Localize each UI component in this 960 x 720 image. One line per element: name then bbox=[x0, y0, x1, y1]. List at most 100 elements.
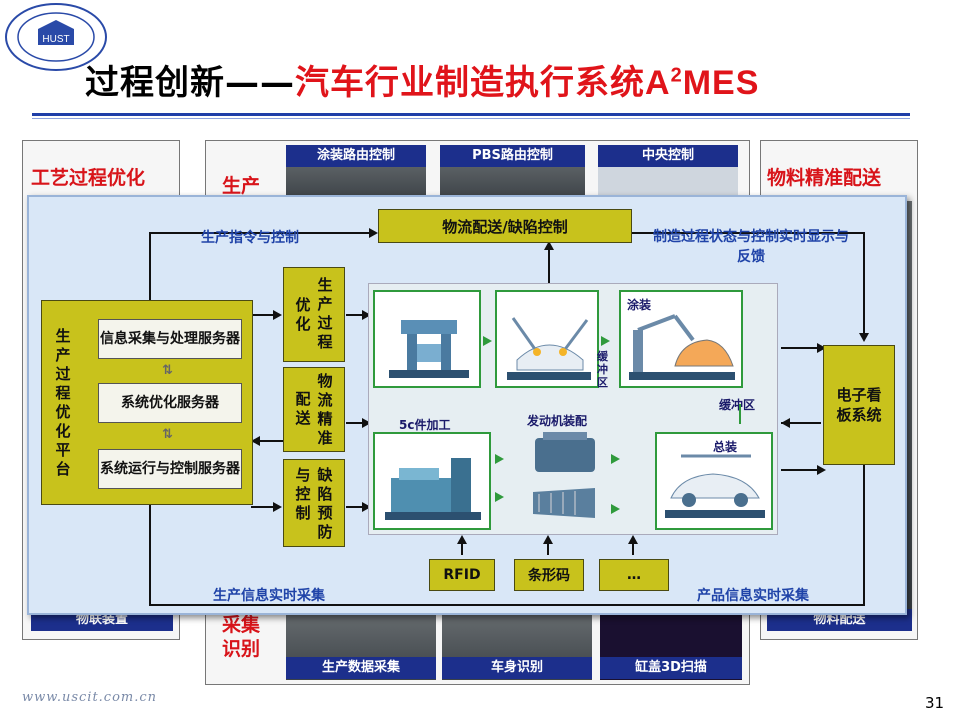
mid1-right-text: 生产过程 bbox=[317, 276, 333, 351]
arrow-up-top-box bbox=[544, 241, 554, 250]
stage-final-assembly-label: 总装 bbox=[713, 440, 738, 454]
label-realtime-display: 制造过程状态与控制实时显示与反馈 bbox=[653, 229, 849, 265]
engine-illustration bbox=[533, 432, 595, 518]
stage-machining-label: 5c件加工 bbox=[399, 418, 451, 432]
sync-arrow-1: ⇅ bbox=[162, 363, 173, 378]
label-production-info: 生产信息实时采集 bbox=[213, 588, 325, 604]
arrow-barcode-up bbox=[543, 535, 553, 544]
stage-stamping-label: 冲压 bbox=[381, 298, 406, 312]
line-right-bottom bbox=[863, 465, 865, 606]
buffer-label-2: 缓冲区 bbox=[719, 398, 756, 412]
stage-welding-label: 焊装 bbox=[505, 298, 530, 312]
line-mid2-platform bbox=[258, 440, 283, 442]
arrow-stamping-welding bbox=[483, 336, 492, 346]
title-latin-tail: MES bbox=[682, 64, 760, 102]
line-bottom bbox=[149, 604, 865, 606]
arrow-welding-painting bbox=[601, 336, 610, 346]
line-top-right bbox=[632, 232, 865, 234]
sync-arrow-2: ⇅ bbox=[162, 427, 173, 442]
arrow-machining-2 bbox=[495, 492, 504, 502]
line-platform-mid1 bbox=[251, 314, 275, 316]
defect-prevention-box: 与控制 缺陷预防 bbox=[283, 459, 345, 547]
barcode-box: 条形码 bbox=[514, 559, 584, 591]
line-top-left bbox=[149, 232, 371, 234]
arrow-mid2-factory bbox=[362, 418, 371, 428]
title-underline bbox=[32, 113, 910, 116]
optimization-platform: 生产过程优化平台 信息采集与处理服务器 ⇅ 系统优化服务器 ⇅ 系统运行与控制服… bbox=[41, 300, 253, 505]
arrow-engine-1 bbox=[611, 454, 620, 464]
more-collectors-box: … bbox=[599, 559, 669, 591]
top-caption-1: 涂装路由控制 bbox=[286, 145, 426, 167]
label-product-info: 产品信息实时采集 bbox=[697, 588, 809, 604]
stage-engine-label: 发动机装配 bbox=[527, 414, 588, 428]
server-optimization: 系统优化服务器 bbox=[98, 383, 242, 423]
line-barcode-up bbox=[547, 537, 549, 555]
title-latin: A bbox=[645, 64, 671, 102]
top-caption-3: 中央控制 bbox=[598, 145, 738, 167]
arrow-engine-2 bbox=[611, 504, 620, 514]
stage-stamping: 冲压 bbox=[373, 290, 481, 388]
line-mid1-factory bbox=[346, 314, 366, 316]
footer-url: www.uscit.com.cn bbox=[22, 690, 158, 705]
line-left-up bbox=[149, 232, 151, 300]
line-left-bottom bbox=[149, 489, 151, 606]
title-superscript: 2 bbox=[670, 64, 683, 87]
title-prefix: 过程创新—— bbox=[85, 63, 295, 103]
label-production-command: 生产指令与控制 bbox=[201, 230, 299, 246]
line-board-factory bbox=[781, 422, 821, 424]
arrow-factory-board-1 bbox=[817, 343, 826, 353]
line-rfid-up bbox=[461, 537, 463, 555]
page-title: 过程创新——汽车行业制造执行系统A2MES bbox=[85, 55, 759, 104]
line-mid3-factory bbox=[346, 506, 366, 508]
title-main: 汽车行业制造执行系统 bbox=[295, 63, 645, 103]
platform-label: 生产过程优化平台 bbox=[55, 327, 71, 478]
line-mid2-factory bbox=[346, 422, 366, 424]
rfid-box: RFID bbox=[429, 559, 495, 591]
arrow-dots-up bbox=[628, 535, 638, 544]
arrow-to-top-box bbox=[369, 228, 378, 238]
stage-welding: 焊装 bbox=[495, 290, 599, 388]
middle-panel-title: 生产 bbox=[222, 175, 261, 197]
left-panel-title: 工艺过程优化 bbox=[31, 167, 146, 189]
bottom-caption-1: 生产数据采集 bbox=[286, 657, 436, 679]
server-run-control: 系统运行与控制服务器 bbox=[98, 449, 242, 489]
line-platform-mid3 bbox=[251, 506, 275, 508]
middle-panel-title-bottom: 采集 识别 bbox=[222, 614, 261, 660]
line-dots-up bbox=[632, 537, 634, 555]
arrow-machining-1 bbox=[495, 454, 504, 464]
process-optimization-box: 优化 生产过程 bbox=[283, 267, 345, 362]
buffer-label-1: 缓冲区 bbox=[597, 350, 608, 389]
bottom-caption-3: 缸盖3D扫描 bbox=[600, 657, 742, 679]
mid2-left-text: 配送 bbox=[295, 390, 311, 427]
arrow-mid2-to-platform bbox=[251, 436, 260, 446]
factory-process-panel: 冲压 焊装 缓冲区 涂装 缓冲区 bbox=[368, 283, 778, 535]
arrow-platform-to-mid1 bbox=[273, 310, 282, 320]
logistics-precision-box: 配送 物流精准 bbox=[283, 367, 345, 452]
bottom-caption-2: 车身识别 bbox=[442, 657, 592, 679]
mid3-left-text: 与控制 bbox=[295, 466, 311, 522]
arrow-to-board bbox=[859, 333, 869, 342]
top-caption-2: PBS路由控制 bbox=[440, 145, 585, 167]
arrow-rfid-up bbox=[457, 535, 467, 544]
line-factory-board-1 bbox=[781, 347, 821, 349]
logo-text: HUST bbox=[42, 34, 69, 45]
stage-painting-label: 涂装 bbox=[627, 298, 652, 312]
arrow-platform-to-mid3 bbox=[273, 502, 282, 512]
arrow-factory-board-2 bbox=[817, 465, 826, 475]
logistics-defect-box: 物流配送/缺陷控制 bbox=[378, 209, 632, 243]
electronic-board-system: 电子看板系统 bbox=[823, 345, 895, 465]
arrow-mid3-factory bbox=[362, 502, 371, 512]
mid3-right-text: 缺陷预防 bbox=[317, 466, 333, 541]
university-logo: HUST bbox=[2, 2, 110, 72]
right-panel-title: 物料精准配送 bbox=[767, 167, 882, 189]
mid2-right-text: 物流精准 bbox=[317, 372, 333, 447]
stage-painting: 涂装 bbox=[619, 290, 743, 388]
arrow-board-factory bbox=[781, 418, 790, 428]
server-info-collection: 信息采集与处理服务器 bbox=[98, 319, 242, 359]
page-number: 31 bbox=[925, 694, 945, 712]
stage-final-assembly: 总装 bbox=[655, 432, 773, 530]
title-underline-thin bbox=[32, 118, 910, 119]
line-factory-board-2 bbox=[781, 469, 821, 471]
line-factory-up bbox=[548, 243, 550, 283]
mid1-left-text: 优化 bbox=[295, 296, 311, 333]
